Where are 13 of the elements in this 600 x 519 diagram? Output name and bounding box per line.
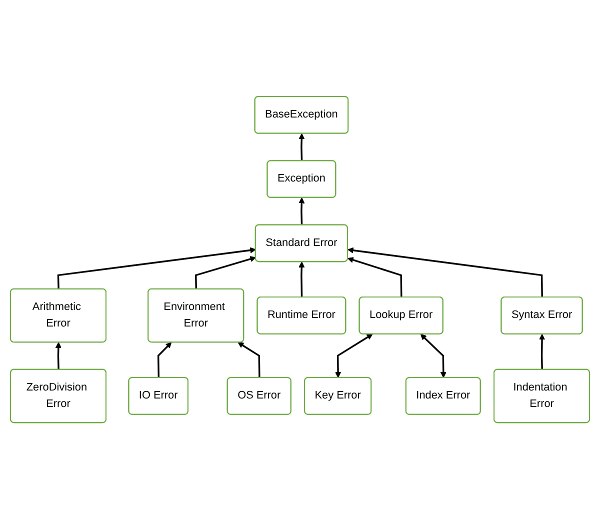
arrow — [539, 334, 546, 370]
arrow — [298, 197, 305, 226]
arrow — [238, 342, 260, 378]
arrow — [335, 334, 373, 378]
arrow — [298, 133, 305, 161]
arrow — [157, 342, 172, 378]
arrow — [348, 247, 543, 298]
arrow — [194, 256, 256, 290]
arrow — [348, 257, 402, 298]
arrow — [420, 334, 446, 378]
arrow — [298, 262, 305, 298]
arrow — [55, 342, 62, 370]
arrow — [57, 247, 256, 290]
